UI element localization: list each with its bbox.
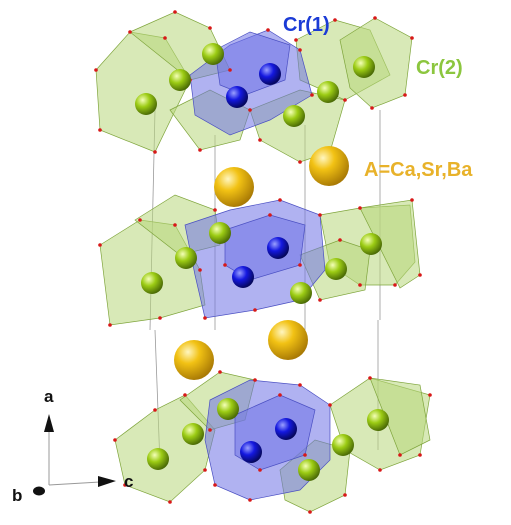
a-site-atom (268, 320, 308, 360)
cr2-atom (317, 81, 339, 103)
axes-indicator: a b c (12, 387, 133, 505)
cr2-atom (283, 105, 305, 127)
a-site-atoms-upper (214, 146, 349, 207)
label-cr2: Cr(2) (416, 57, 463, 79)
a-site-atom (309, 146, 349, 186)
cr1-atom (275, 418, 297, 440)
cr2-atom (367, 409, 389, 431)
cr2-atom (217, 398, 239, 420)
label-a-site: A=Ca,Sr,Ba (364, 159, 473, 181)
axis-label-b: b (12, 486, 22, 505)
cr2-atom (353, 56, 375, 78)
cr2-atom (141, 272, 163, 294)
cr2-atom (135, 93, 157, 115)
cr2-atom (325, 258, 347, 280)
b-axis-arrow-icon (33, 486, 45, 496)
cr2-atom (147, 448, 169, 470)
atoms-bottom (147, 398, 389, 481)
cr2-atom (332, 434, 354, 456)
cr2-atom (298, 459, 320, 481)
cr2-atom (175, 247, 197, 269)
a-site-atoms-lower (174, 320, 308, 380)
cr2-atom (202, 43, 224, 65)
axis-label-a: a (44, 387, 54, 406)
oxygen-middle (98, 198, 422, 327)
c-axis-arrow-icon (98, 476, 116, 487)
bottom-layer (113, 370, 432, 514)
cr1-atom (226, 86, 248, 108)
cr1-atom (232, 266, 254, 288)
cr2-atom (360, 233, 382, 255)
middle-layer (98, 194, 422, 327)
cr1-atom (259, 63, 281, 85)
atoms-middle (141, 222, 382, 304)
a-site-atom (214, 167, 254, 207)
cr1-atom (267, 237, 289, 259)
a-axis-arrow-icon (44, 414, 54, 432)
oxygen-top (94, 10, 414, 164)
a-site-atom (174, 340, 214, 380)
cr2-atom (290, 282, 312, 304)
cr2-atom (182, 423, 204, 445)
atoms-top (135, 43, 375, 127)
cr1-atom (240, 441, 262, 463)
cr2-atom (209, 222, 231, 244)
axis-label-c: c (124, 472, 133, 491)
top-layer (94, 10, 414, 164)
cr2-atom (169, 69, 191, 91)
label-cr1: Cr(1) (283, 14, 330, 36)
